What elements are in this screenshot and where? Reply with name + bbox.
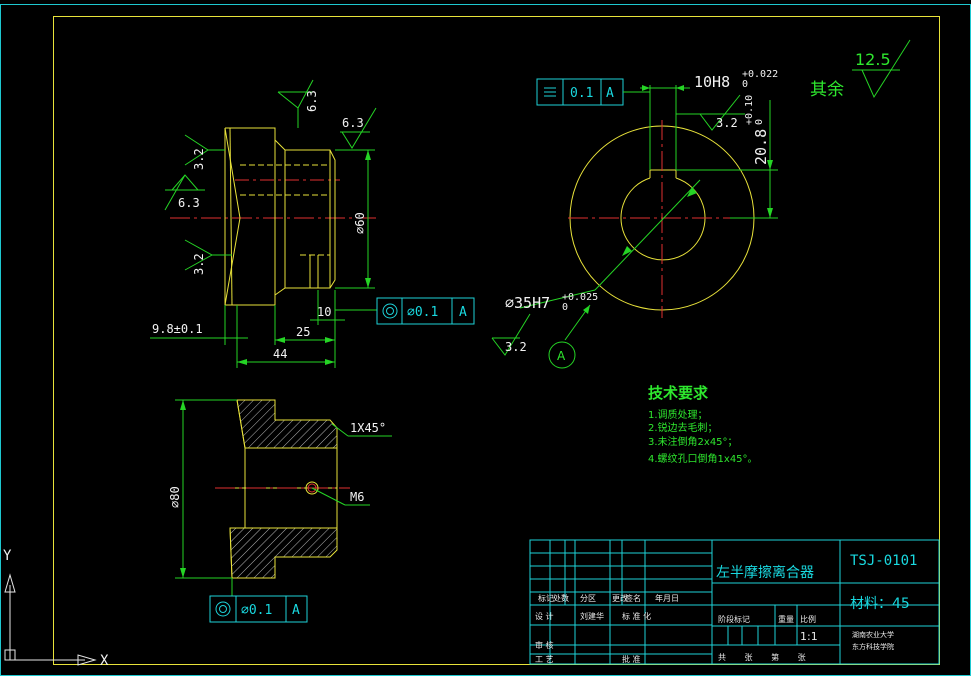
ucs-y-label: Y (3, 548, 12, 564)
depth-tol-upper: +0.10 (744, 95, 755, 125)
front-fcf-datum: A (459, 305, 467, 320)
front-roughness-left-upper: 3.2 (192, 148, 206, 170)
tb-school: 湖南农业大学 (852, 630, 894, 639)
datum-letter: A (557, 349, 566, 363)
tech-requirements: 技术要求 1.调质处理； 2.锐边去毛刺； 3.未注倒角2x45°； 4.螺纹孔… (648, 384, 758, 465)
tb-drawing-no: TSJ-0101 (850, 553, 917, 569)
keyway-roughness: 3.2 (716, 116, 738, 130)
tb-sheets: 共 张 第 张 (718, 652, 814, 662)
section-fcf-datum: A (292, 603, 300, 618)
front-dim-10: 10 (317, 305, 331, 319)
tech-req-item: 2.锐边去毛刺； (648, 421, 718, 434)
tb-part-name: 左半摩擦离合器 (716, 564, 814, 581)
drawing-border (53, 16, 940, 665)
tech-req-item: 3.未注倒角2x45°； (648, 435, 738, 448)
tb-design-label: 设 计 (535, 611, 554, 621)
depth-label: 20.8 (752, 129, 770, 165)
front-dim-25: 25 (296, 325, 310, 339)
tb-review-label: 审 核 (535, 640, 554, 650)
tb-row-label: 标记 (538, 593, 554, 603)
front-dim-9-8: 9.8±0.1 (152, 322, 203, 336)
tb-scale: 1:1 (800, 630, 818, 643)
thread-label: M6 (350, 490, 364, 504)
chamfer-label: 1X45° (350, 421, 386, 435)
bore-roughness: 3.2 (505, 340, 527, 354)
bore-label: ⌀35H7 (505, 294, 550, 312)
front-roughness-right: 6.3 (342, 116, 364, 130)
section-fcf-tolerance: ⌀0.1 (241, 603, 272, 618)
keyway-tol-upper: +0.022 (742, 69, 778, 80)
tech-req-item: 4.螺纹孔口倒角1x45°。 (648, 452, 758, 465)
section-view: ⌀80 1X45° M6 ⌀0.1 A (168, 399, 392, 623)
tb-weight-label: 重量 (778, 614, 794, 624)
tb-row-label: 分区 (580, 594, 596, 603)
tb-row-label: 更改 (612, 593, 628, 603)
tb-row-label: 签名 (625, 593, 641, 603)
tb-designer: 刘建华 (580, 611, 604, 621)
front-roughness-top: 6.3 (305, 90, 319, 112)
front-roughness-left-lower: 3.2 (192, 253, 206, 275)
front-dia-label: ⌀60 (353, 212, 367, 234)
tb-material: 材料：45 (850, 596, 910, 612)
tb-approve-label: 批 准 (622, 654, 641, 664)
tb-row-label: 年月日 (655, 593, 679, 603)
front-dim-44: 44 (273, 347, 287, 361)
tb-process-label: 工 艺 (535, 655, 554, 664)
depth-tol-lower: 0 (754, 119, 765, 125)
section-dia-label: ⌀80 (168, 486, 182, 508)
ucs-x-label: X (100, 653, 109, 669)
tb-college: 东方科技学院 (852, 642, 894, 651)
bore-tol-lower: 0 (562, 302, 568, 313)
bore-tol-upper: +0.025 (562, 292, 598, 303)
tech-req-item: 1.调质处理； (648, 409, 708, 421)
keyway-label: 10H8 (694, 73, 730, 91)
front-fcf-tolerance: ⌀0.1 (407, 305, 438, 320)
tb-row-label: 处数 (553, 593, 569, 603)
tb-ratio-label: 比例 (800, 614, 816, 624)
tech-req-title: 技术要求 (648, 384, 709, 402)
tb-standard-label: 标 准 化 (622, 611, 651, 621)
side-view: ⌀35H7 +0.025 0 3.2 A 10H8 +0.022 0 3.2 2… (491, 69, 778, 369)
front-view: ⌀60 10 25 44 9.8±0.1 6.3 6.3 3.2 (150, 79, 475, 368)
general-roughness-label: 其余 (810, 80, 844, 100)
tb-stage-label: 阶段标记 (718, 614, 750, 624)
general-roughness: 12.5 其余 (810, 39, 911, 100)
general-roughness-value: 12.5 (855, 50, 891, 69)
outer-frame (0, 4, 971, 676)
keyway-tol-lower: 0 (742, 79, 748, 90)
flatness-datum: A (606, 86, 614, 101)
ucs-icon: Y X (3, 548, 109, 669)
front-roughness-left-mid: 6.3 (178, 196, 200, 210)
title-block: 标记 处数 分区 更改 签名 年月日 设 计 刘建华 标 准 化 审 核 工 艺… (529, 539, 940, 665)
flatness-tolerance: 0.1 (570, 86, 593, 101)
